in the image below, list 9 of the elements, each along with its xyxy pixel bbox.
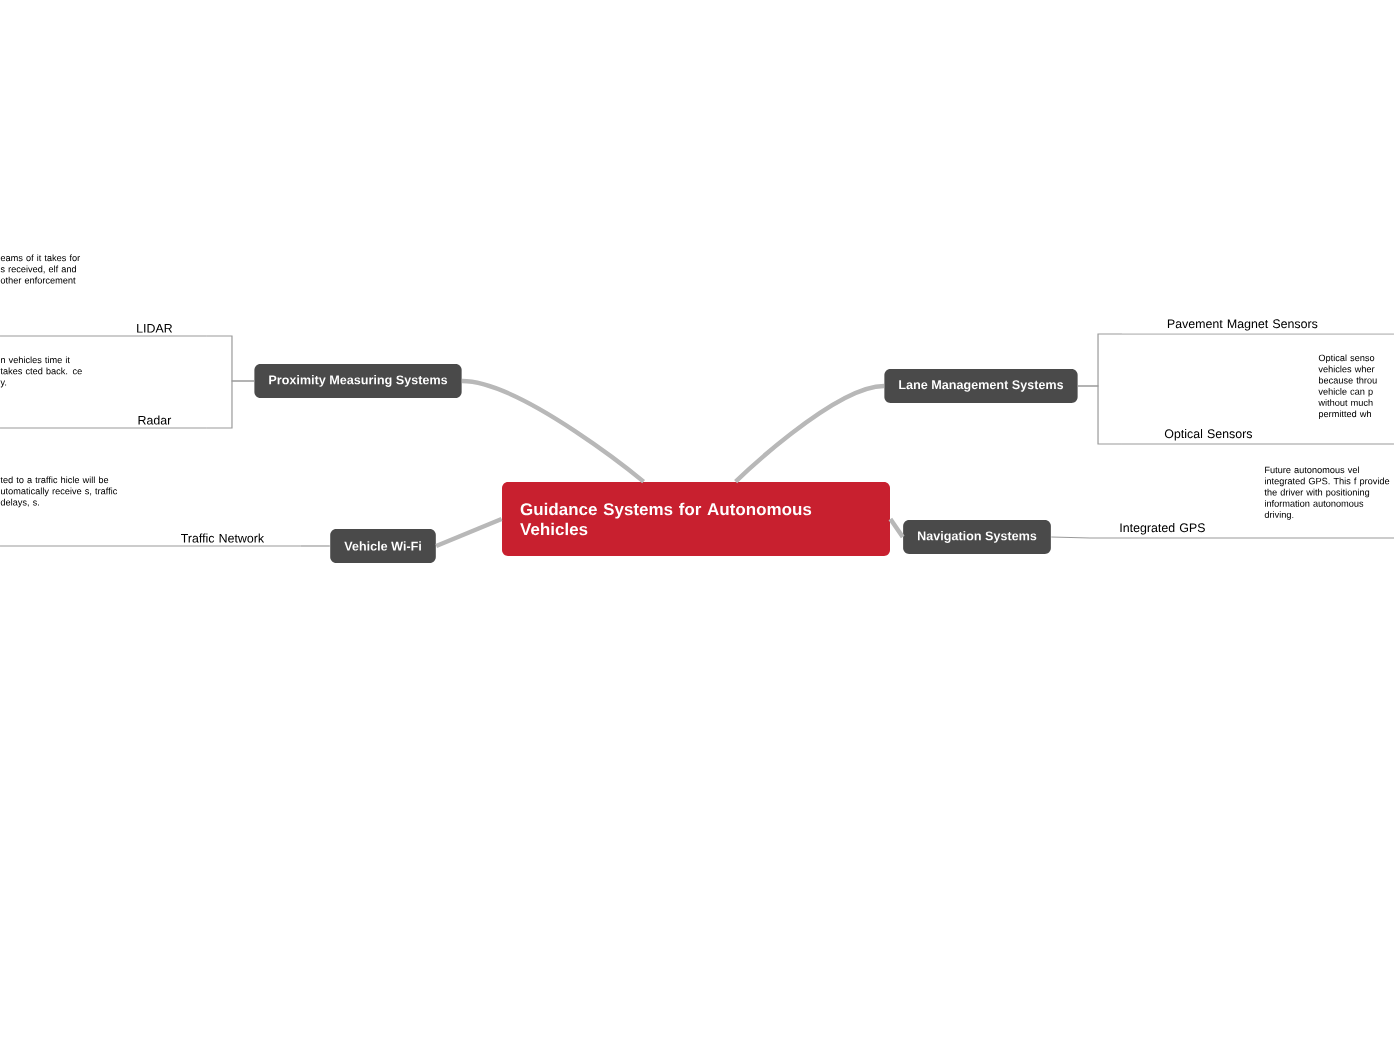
connector-line [206,380,255,429]
connector-line [461,378,645,484]
connector-line [1050,536,1091,539]
connector-line [300,545,331,547]
connector-line [734,383,885,484]
connector-line [1077,385,1123,445]
connector-line [888,517,905,539]
connector-line [435,516,503,549]
central-topic-box: Guidance Systems for Autonomous Vehicles [502,482,890,556]
